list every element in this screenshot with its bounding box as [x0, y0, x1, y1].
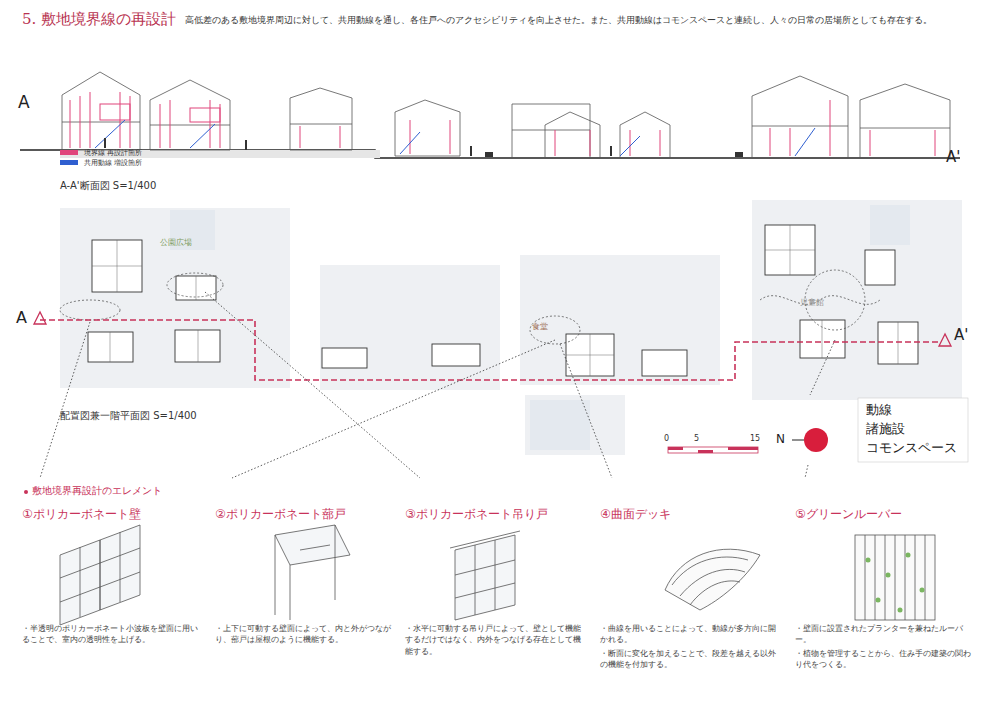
board-title: 5. 敷地境界線の再設計	[22, 10, 176, 28]
element-description: ・断面に変化を加えることで、段差を越える以外の機能を付加する。	[600, 648, 782, 671]
section-cut-line	[40, 320, 940, 380]
intro-text: 高低差のある敷地境界周辺に対して、共用動線を通し、各住戸へのアクセシビリティを向…	[185, 15, 985, 25]
leader-lines	[40, 292, 835, 478]
plan-blocks	[170, 205, 910, 450]
element-description: ・上下に可動する壁面によって、内と外がつながり、蔀戸は屋根のように機能する。	[215, 623, 397, 646]
shared-path-marks	[95, 120, 815, 156]
scale-number: 15	[750, 434, 760, 444]
element-heading: ①ポリカーボネート壁	[22, 506, 204, 523]
section-heading: 敷地境界再設計のエレメント	[32, 485, 162, 497]
place-name: 児童館	[800, 298, 824, 308]
plan-buildings	[88, 225, 918, 376]
scale-number: 0	[664, 434, 669, 444]
legend-swatch	[60, 150, 78, 155]
plan-common-space	[60, 270, 880, 344]
plants	[866, 553, 925, 613]
element-description: ・曲線を用いることによって、動線が多方向に開かれる。	[600, 623, 782, 646]
north-letter: N	[776, 432, 785, 446]
element-description: ・水平に可動する吊り戸によって、壁として機能するだけではなく、内外をつなげる存在…	[405, 623, 587, 657]
element-card: ②ポリカーボネート蔀戸・上下に可動する壁面によって、内と外がつながり、蔀戸は屋根…	[215, 506, 397, 648]
scale-number: 5	[694, 434, 699, 444]
boundary-redesign-marks	[70, 92, 935, 156]
north-line	[792, 440, 804, 441]
element-card: ①ポリカーボネート壁・半透明のポリカーボネート小波板を壁面に用いることで、室内の…	[22, 506, 204, 648]
north-mark	[804, 428, 828, 452]
legend-text: 共用動線 増設箇所	[84, 158, 142, 168]
legend-text: 境界線 再設計箇所	[84, 148, 142, 158]
plan-interior	[92, 225, 898, 376]
element-description: ・半透明のポリカーボネート小波板を壁面に用いることで、室内の透明性を上げる。	[22, 623, 204, 646]
element-heading: ⑤グリーンルーバー	[795, 506, 977, 523]
section-letter: A	[18, 92, 30, 112]
section-mark	[939, 334, 951, 346]
bullet	[24, 490, 28, 494]
legend-swatch	[60, 160, 78, 165]
section-letter: A'	[946, 148, 960, 166]
section-mark	[34, 312, 46, 324]
element-heading: ②ポリカーボネート蔀戸	[215, 506, 397, 523]
scale-bar	[668, 447, 758, 453]
drawing-caption: A-A'断面図 S=1/400	[60, 180, 156, 192]
legend-text: 諸施設	[866, 421, 905, 437]
element-description: ・壁面に設置されたプランターを兼ねたルーバー。	[795, 623, 977, 646]
element-heading: ④曲面デッキ	[600, 506, 782, 523]
place-name: 食堂	[532, 322, 548, 332]
legend-text: 動線	[866, 402, 892, 418]
element-card: ⑤グリーンルーバー・壁面に設置されたプランターを兼ねたルーバー。・植物を管理する…	[795, 506, 977, 672]
legend-text: コモンスペース	[866, 440, 957, 456]
legend-box	[858, 398, 968, 462]
element-card: ④曲面デッキ・曲線を用いることによって、動線が多方向に開かれる。・断面に変化を加…	[600, 506, 782, 672]
section-letter: A	[16, 308, 27, 327]
people-figures	[104, 138, 743, 157]
drawing-caption: 配置図兼一階平面図 S=1/400	[60, 410, 197, 422]
plan-ground	[60, 200, 962, 455]
section-letter: A'	[954, 326, 968, 344]
element-card: ③ポリカーボネート吊り戸・水平に可動する吊り戸によって、壁として機能するだけでは…	[405, 506, 587, 659]
section-drawing	[20, 72, 960, 158]
element-illustrations	[60, 525, 935, 625]
element-heading: ③ポリカーボネート吊り戸	[405, 506, 587, 523]
element-description: ・植物を管理することから、住み手の建築の関わり代をつくる。	[795, 648, 977, 671]
place-name: 公園広場	[160, 238, 192, 248]
